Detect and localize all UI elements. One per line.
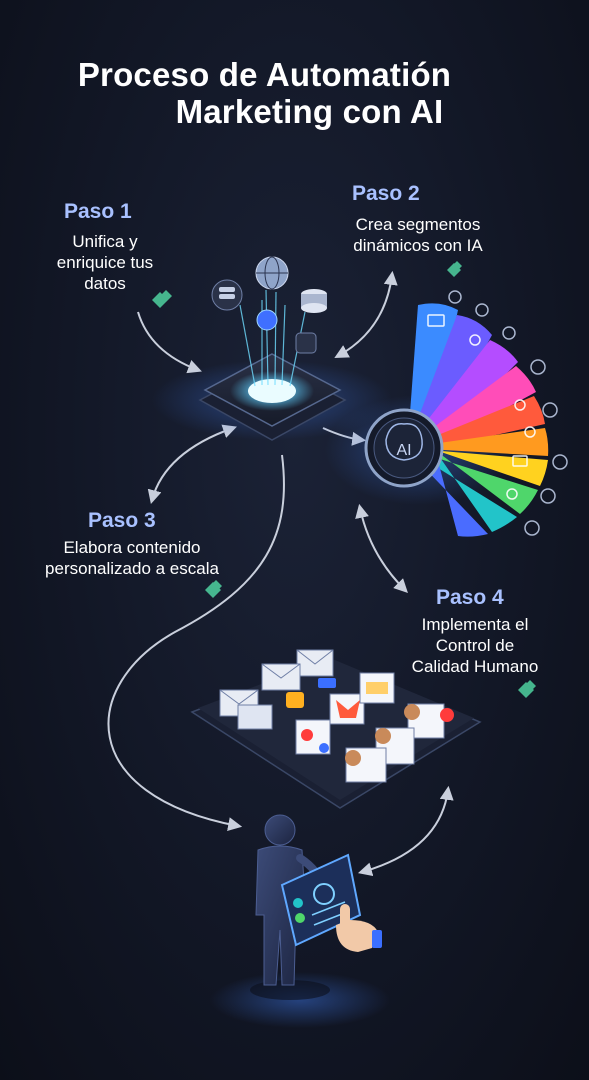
chat-icon	[469, 334, 481, 346]
step-4-description: Implementa el Control de Calidad Humano	[411, 615, 539, 676]
ai-segment-fan: AI	[325, 290, 568, 537]
step-3-label: Paso 3	[88, 509, 156, 532]
step-2-label: Paso 2	[352, 182, 420, 205]
person-icon	[345, 750, 361, 766]
database-icon	[211, 279, 243, 311]
decorative-green-icons	[152, 261, 536, 698]
person-icon	[404, 704, 420, 720]
person-icon	[375, 728, 391, 744]
arrow-hub-to-step3	[147, 424, 237, 505]
step-3-description: Elabora contenido personalizado a escala	[45, 538, 219, 578]
person-with-tablet	[210, 814, 390, 1028]
step-2-description: Crea segmentos dinámicos con IA	[353, 215, 483, 255]
chart-icon	[295, 332, 317, 354]
step-4-label: Paso 4	[436, 586, 504, 609]
hand-pointer-icon	[336, 904, 382, 952]
data-hub	[152, 256, 392, 441]
title-line-2: Marketing con AI	[175, 93, 444, 130]
arrow-hub-to-person	[107, 454, 285, 832]
arrow-step1-to-hub	[137, 311, 202, 374]
arrow-hub-to-step2	[334, 270, 398, 359]
arrow-ai-to-step4	[355, 503, 408, 593]
arrow-person-to-board	[357, 785, 454, 877]
content-board	[190, 649, 482, 809]
title-line-1: Proceso de Automatión	[77, 56, 452, 93]
page-title: Proceso de Automatión Marketing con AI	[0, 56, 589, 130]
email-icon	[427, 314, 445, 327]
step-1-description: Unifica y enriquice tus datos	[56, 232, 154, 293]
chart-icon	[329, 693, 365, 725]
ai-label: AI	[396, 442, 411, 459]
globe-icon	[255, 256, 289, 290]
database-icon	[301, 289, 327, 313]
step-1-label: Paso 1	[64, 200, 132, 223]
email-icon	[512, 455, 528, 467]
